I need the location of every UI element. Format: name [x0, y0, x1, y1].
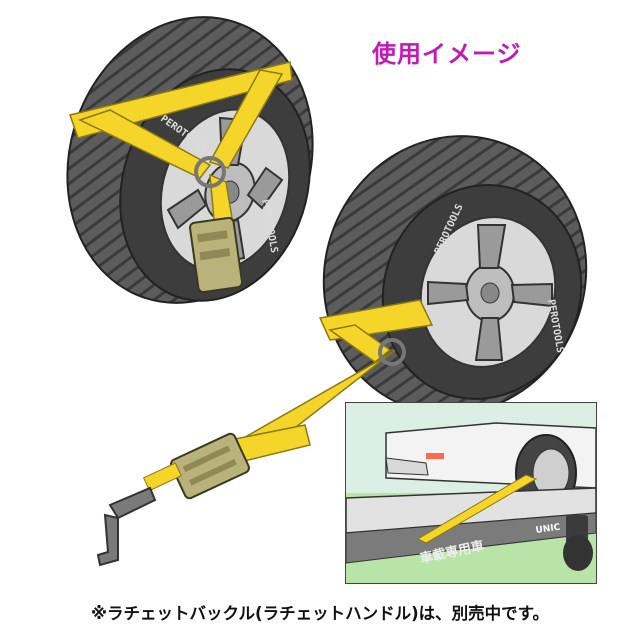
footnote-caption: ※ラチェットバックル(ラチェットハンドル)は、別売中です。: [91, 604, 549, 623]
inset-strap: [416, 474, 538, 544]
right-tire: PEROTOOLS PEROTOOLS: [322, 135, 588, 415]
truck-badge: UNIC: [535, 523, 561, 536]
loose-ratchet-buckle: [142, 432, 250, 500]
right-o-ring: [378, 338, 406, 366]
left-strap: [69, 61, 293, 221]
j-hook: [96, 486, 157, 567]
truck-inset: 車載専用車 UNIC: [345, 402, 597, 584]
right-rim-spokes: [427, 224, 553, 361]
left-o-ring: [194, 156, 226, 188]
right-strap: [228, 299, 434, 463]
page-title: 使用イメージ: [372, 40, 522, 68]
usage-illustration: PEROTOOLS PEROTOOLS PEROTOOLS PEROTOOLS: [66, 16, 588, 567]
left-ratchet-buckle: [188, 216, 244, 294]
